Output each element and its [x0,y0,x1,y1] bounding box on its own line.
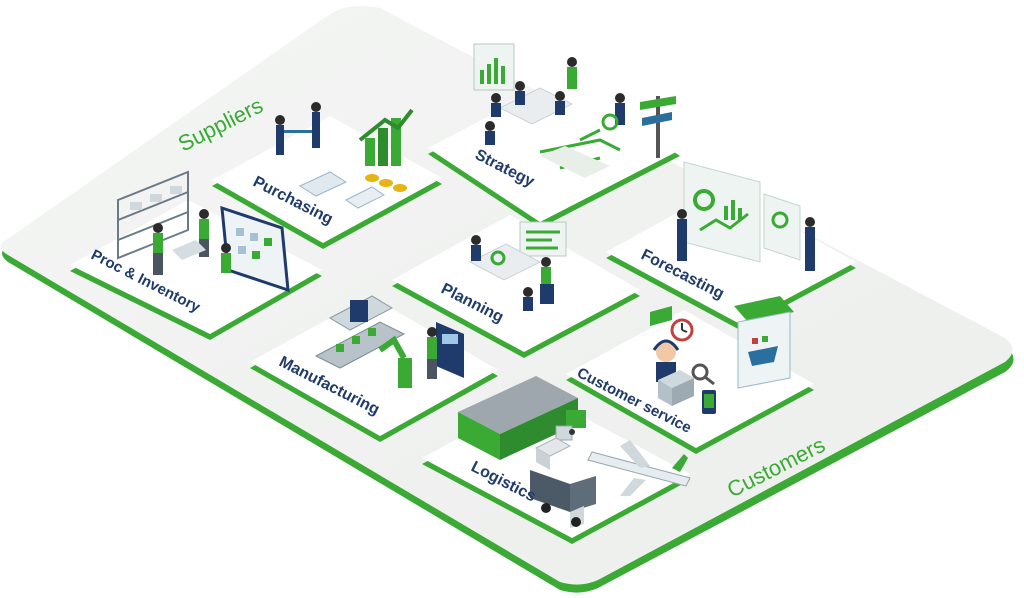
tile-manufacturing[interactable]: Manufacturing [250,295,498,442]
tile-planning[interactable]: Planning [392,215,640,358]
inventory-workers-icon [153,209,231,275]
magnifier-icon [691,363,715,386]
airplane-icon [587,440,691,496]
bar-chart-growth-icon [358,108,414,166]
robot-arm-icon [378,335,412,388]
planning-screen-icon [519,221,567,257]
cargo-boxes-icon [534,437,572,470]
forklift-icon [555,410,586,441]
planning-table-icon [468,235,554,311]
dashboard-panels-icon [683,161,801,263]
strategy-person-gear-icon [601,93,625,131]
truck-icon [530,470,596,528]
online-store-icon [734,296,794,389]
conveyor-belt-icon [314,321,406,369]
tile-forecasting[interactable]: Forecasting [606,161,856,330]
control-panel-icon [427,322,464,379]
badge-24h-icon [650,306,672,326]
coins-icon [365,174,407,192]
smartphone-icon [702,390,716,414]
tile-strategy[interactable]: Strategy [428,43,680,228]
documents-icon [298,171,385,209]
presentation-board-icon [473,43,515,91]
tile-logistics[interactable]: Logistics [422,376,691,544]
signpost-icon [640,96,676,158]
warehouse-shelves-icon [117,170,189,260]
tile-customer-service[interactable]: Customer service [566,296,814,454]
parcel-icon [658,370,694,406]
meeting-table-icon [485,57,577,145]
circuit-paths-icon [539,128,621,178]
handshake-people-icon [275,102,321,155]
analyst-people-icon [677,209,815,271]
warehouse-building-icon [458,376,578,460]
machine-icon [328,295,394,331]
tile-proc-inventory[interactable]: Proc & Inventory [70,170,322,340]
clock-icon [670,318,694,342]
